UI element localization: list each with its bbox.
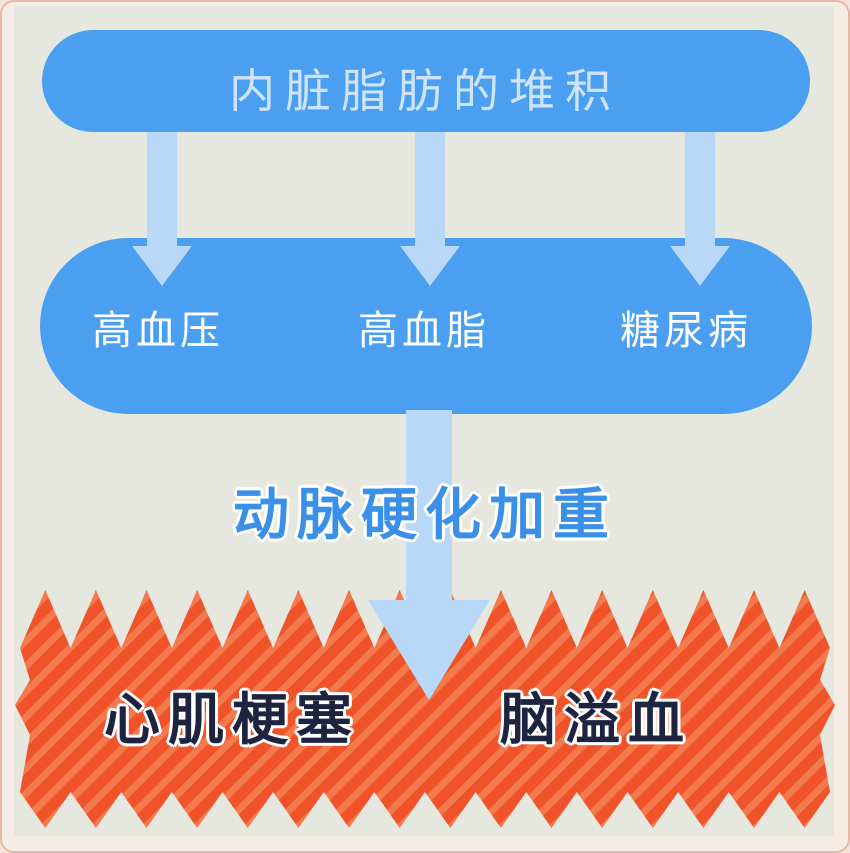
myocardial-infarction-label: 心肌梗塞 xyxy=(104,688,360,753)
outcome-burst xyxy=(15,590,835,828)
arrow-to-outcomes xyxy=(368,410,490,700)
atherosclerosis-label: 动脉硬化加重 xyxy=(233,483,617,548)
hyperlipidemia-label: 高血脂 xyxy=(358,308,490,354)
hypertension-label: 高血压 xyxy=(92,308,224,354)
diabetes-label: 糖尿病 xyxy=(620,308,752,354)
cerebral-hemorrhage-label: 脑溢血 xyxy=(500,688,692,753)
disease-box xyxy=(40,238,812,414)
visceral-fat-label: 内脏脂肪的堆积 xyxy=(229,64,621,118)
top-box xyxy=(42,30,810,132)
